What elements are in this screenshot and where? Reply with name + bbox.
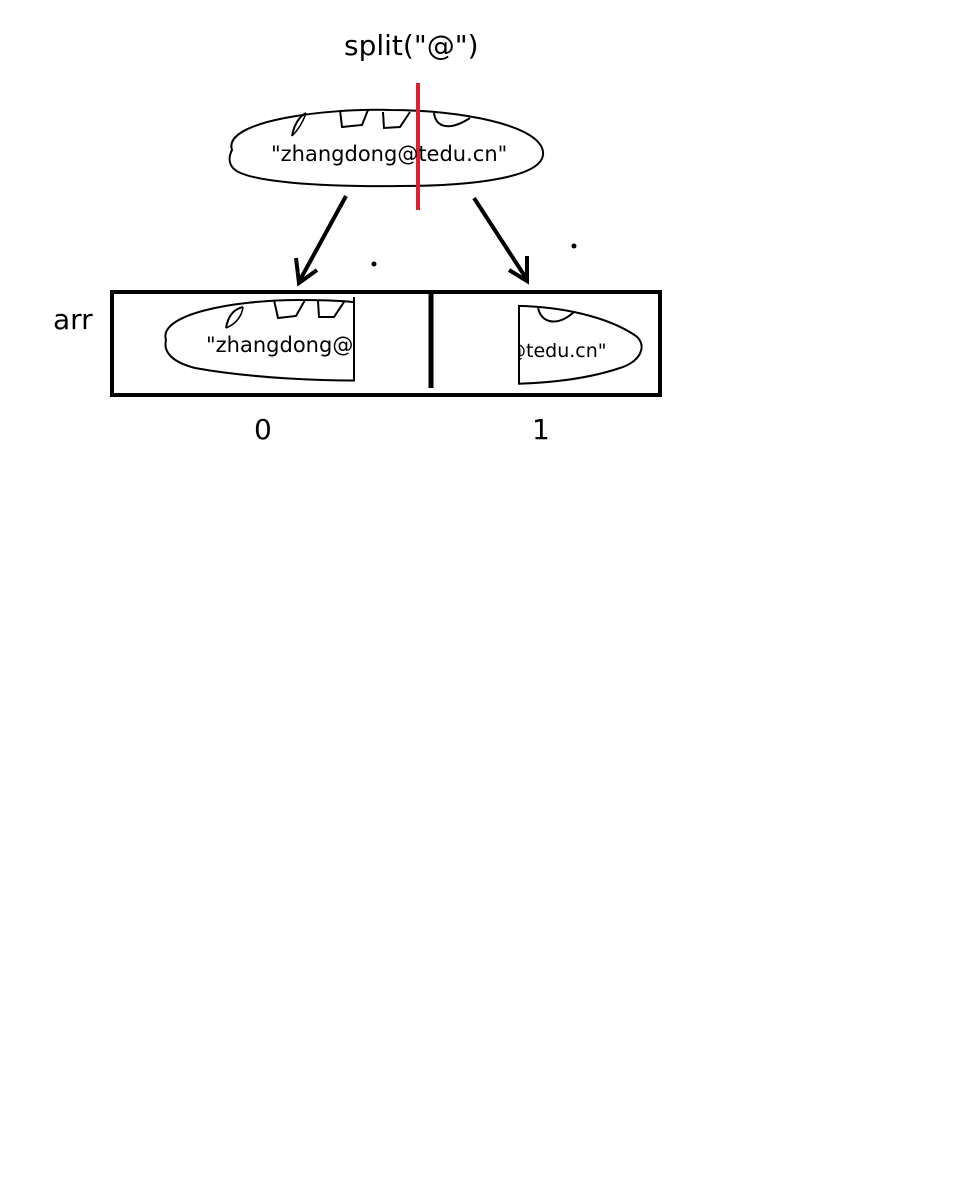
arrow-left [294, 195, 348, 287]
stray-dot [571, 243, 577, 249]
arrow-right [472, 196, 529, 285]
method-title: split("@") [344, 29, 479, 62]
index-1-label: 1 [532, 413, 550, 446]
right-bread-shape [518, 304, 643, 385]
index-0-label: 0 [254, 413, 272, 446]
left-bread-shape [164, 297, 355, 382]
element-0-text: "zhangdong@ [206, 333, 353, 357]
stray-dot [371, 261, 377, 267]
array-box [110, 290, 662, 397]
source-string-text: "zhangdong@tedu.cn" [271, 142, 508, 166]
array-label: arr [53, 303, 93, 336]
source-bread-shape [228, 108, 545, 188]
element-1-text: @tedu.cn" [507, 340, 607, 362]
